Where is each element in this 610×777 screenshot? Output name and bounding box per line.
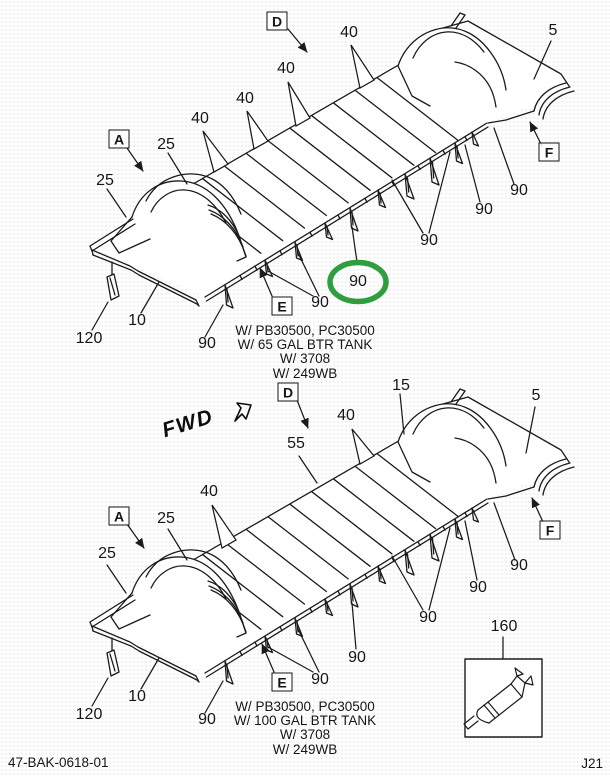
callout-40[interactable]: 40 <box>236 90 254 107</box>
caption-line: W/ 65 GAL BTR TANK <box>237 337 373 353</box>
callout-25[interactable]: 25 <box>157 510 175 527</box>
callout-160[interactable]: 160 <box>490 618 518 635</box>
ref-letter: A <box>113 131 125 147</box>
ref-box-a-top: A <box>108 129 130 149</box>
deck-assembly-top <box>89 12 575 309</box>
callout-55[interactable]: 55 <box>287 435 305 452</box>
bottom-view-caption: W/ PB30500, PC30500 W/ 100 GAL BTR TANK … <box>233 699 377 757</box>
callout-90[interactable]: 90 <box>311 294 329 311</box>
callout-40[interactable]: 40 <box>191 110 209 127</box>
callout-5[interactable]: 5 <box>548 22 558 39</box>
ref-letter: E <box>277 674 287 690</box>
callout-90[interactable]: 90 <box>419 609 437 626</box>
caption-line: W/ PB30500, PC30500 <box>235 699 375 714</box>
highlight-ellipse <box>327 259 389 305</box>
callout-120[interactable]: 120 <box>75 706 103 723</box>
ref-box-d-top: D <box>266 11 288 31</box>
ref-letter: D <box>282 384 294 400</box>
callout-40[interactable]: 40 <box>340 24 358 41</box>
callout-10[interactable]: 10 <box>128 312 146 329</box>
callout-5[interactable]: 5 <box>531 387 541 404</box>
callout-90-highlighted[interactable]: 90 <box>349 273 367 290</box>
callout-25[interactable]: 25 <box>157 136 175 153</box>
callout-120[interactable]: 120 <box>75 330 103 347</box>
figure-number: 47-BAK-0618-01 <box>8 755 109 770</box>
callout-90[interactable]: 90 <box>469 579 487 596</box>
caption-line: W/ 249WB <box>272 365 338 381</box>
item-160-part-drawing <box>463 667 534 730</box>
callout-40[interactable]: 40 <box>200 483 218 500</box>
ref-letter: F <box>545 522 555 538</box>
ref-letter: F <box>544 144 554 160</box>
callout-90[interactable]: 90 <box>348 649 366 666</box>
caption-line: W/ 3708 <box>279 351 331 367</box>
callout-90[interactable]: 90 <box>198 335 216 352</box>
ref-box-f-top: F <box>538 142 560 162</box>
callout-10[interactable]: 10 <box>128 688 146 705</box>
leaders-top <box>91 28 552 338</box>
callout-40[interactable]: 40 <box>337 407 355 424</box>
top-view-caption: W/ PB30500, PC30500 W/ 65 GAL BTR TANK W… <box>235 323 375 381</box>
callout-90[interactable]: 90 <box>510 557 528 574</box>
ref-box-e-top: E <box>271 296 293 316</box>
ref-letter: A <box>113 508 125 524</box>
ref-letter: E <box>277 298 287 314</box>
ref-letter: D <box>271 13 283 29</box>
leaders-bottom <box>91 393 544 714</box>
callout-90[interactable]: 90 <box>198 711 216 728</box>
caption-line: W/ 249WB <box>272 741 338 757</box>
caption-line: W/ PB30500, PC30500 <box>235 323 375 338</box>
ref-box-f-bottom: F <box>539 520 561 540</box>
callout-15[interactable]: 15 <box>392 377 410 394</box>
page-code: J21 <box>581 756 603 771</box>
callout-90[interactable]: 90 <box>311 671 329 688</box>
caption-line: W/ 100 GAL BTR TANK <box>233 713 377 729</box>
callout-25[interactable]: 25 <box>98 545 116 562</box>
callout-90[interactable]: 90 <box>475 201 493 218</box>
callout-40[interactable]: 40 <box>277 60 295 77</box>
item-160-detail-box <box>463 658 543 738</box>
callout-90[interactable]: 90 <box>420 232 438 249</box>
caption-line: W/ 3708 <box>279 727 331 743</box>
ref-box-a-bottom: A <box>108 506 130 526</box>
callout-90[interactable]: 90 <box>510 182 528 199</box>
ref-box-e-bottom: E <box>271 672 293 692</box>
fwd-arrow-icon <box>234 402 252 422</box>
ref-box-d-bottom: D <box>277 382 299 402</box>
callout-25[interactable]: 25 <box>96 172 114 189</box>
